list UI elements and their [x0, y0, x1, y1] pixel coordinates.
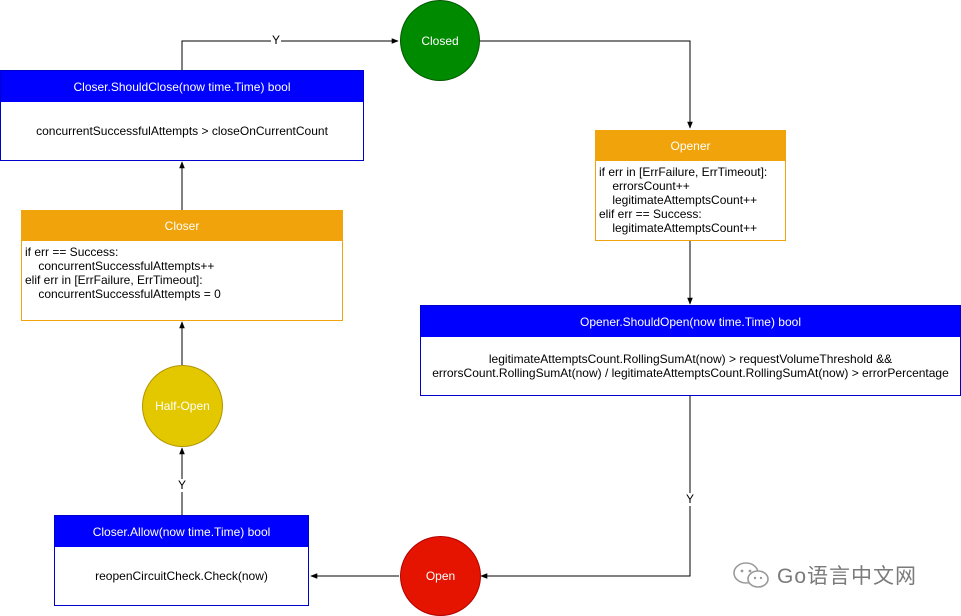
opener-box: Opener if err in [ErrFailure, ErrTimeout… — [595, 130, 786, 241]
edge-shouldclose-to-closed — [181, 38, 399, 70]
opener-should-open-box: Opener.ShouldOpen(now time.Time) bool le… — [420, 305, 961, 396]
closer-should-close-header: Closer.ShouldClose(now time.Time) bool — [1, 71, 363, 102]
state-closed: Closed — [400, 0, 480, 81]
closer-allow-header: Closer.Allow(now time.Time) bool — [55, 516, 308, 547]
closer-should-close-body: concurrentSuccessfulAttempts > closeOnCu… — [36, 124, 328, 138]
state-half-open-label: Half-Open — [155, 399, 210, 413]
opener-should-open-body-line2: errorsCount.RollingSumAt(now) / legitima… — [432, 366, 949, 380]
closer-body: if err == Success: concurrentSuccessfulA… — [25, 245, 221, 301]
state-half-open: Half-Open — [142, 365, 223, 447]
closer-allow-box: Closer.Allow(now time.Time) bool reopenC… — [54, 515, 309, 606]
closer-box: Closer if err == Success: concurrentSucc… — [21, 210, 343, 321]
watermark-text: Go语言中文网 — [777, 565, 918, 588]
state-open: Open — [400, 536, 481, 616]
closer-header: Closer — [22, 211, 342, 241]
edge-label-y-halfopen: Y — [177, 478, 188, 492]
edge-shouldopen-to-open — [480, 396, 691, 579]
closer-allow-body: reopenCircuitCheck.Check(now) — [95, 569, 268, 583]
opener-header: Opener — [596, 131, 785, 161]
opener-should-open-header: Opener.ShouldOpen(now time.Time) bool — [421, 306, 960, 337]
state-open-label: Open — [425, 569, 456, 583]
state-closed-label: Closed — [421, 33, 459, 48]
edge-label-y-open: Y — [685, 492, 696, 506]
edge-closed-to-opener — [480, 40, 693, 129]
closer-should-close-box: Closer.ShouldClose(now time.Time) bool c… — [0, 70, 364, 161]
watermark: Go语言中文网 — [732, 560, 917, 590]
opener-should-open-body-line1: legitimateAttemptsCount.RollingSumAt(now… — [488, 352, 893, 366]
edge-label-y-closed: Y — [271, 33, 282, 47]
opener-should-open-body: legitimateAttemptsCount.RollingSumAt(now… — [421, 337, 960, 395]
opener-body: if err in [ErrFailure, ErrTimeout]: erro… — [599, 165, 768, 235]
wechat-icon — [733, 562, 769, 588]
